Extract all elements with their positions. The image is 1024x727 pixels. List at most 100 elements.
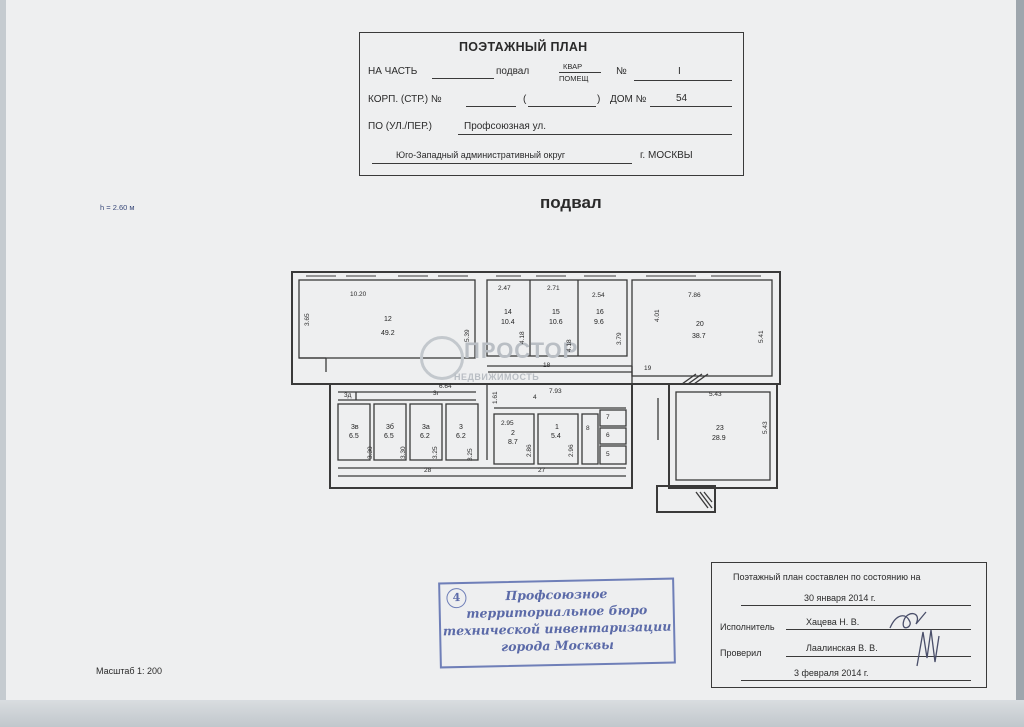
dim-label: 4.18 — [519, 331, 526, 344]
header-box — [359, 32, 744, 176]
room-area: 6.2 — [456, 433, 466, 440]
room-label: 3г — [433, 390, 439, 397]
room-num: 2 — [511, 430, 515, 437]
dim-label: 5.39 — [464, 329, 471, 342]
korp-label: КОРП. (СТР.) № — [368, 94, 442, 105]
room-label: 8 — [586, 425, 590, 432]
room-area: 38.7 — [692, 333, 706, 340]
street-underline — [458, 134, 732, 135]
signature-checker-icon — [916, 629, 940, 667]
room-num: 15 — [552, 309, 560, 316]
kvar-divider — [559, 72, 601, 73]
district-underline — [372, 163, 632, 164]
room-label: 6 — [606, 432, 610, 439]
date1-underline — [741, 605, 971, 606]
executor-underline — [786, 629, 971, 630]
room-area: 49.2 — [381, 330, 395, 337]
dim-label: 4.18 — [566, 339, 573, 352]
dim-label: 2.54 — [592, 292, 605, 299]
room-label: 28 — [424, 467, 432, 474]
watermark-main: ПРОСТОР — [464, 338, 579, 363]
part-value: подвал — [496, 66, 530, 77]
korp-inner-underline — [528, 106, 596, 107]
room-area: 6.5 — [349, 433, 359, 440]
dim-label: 2.47 — [498, 285, 511, 292]
executor-value: Хацева Н. В. — [806, 617, 860, 627]
room-num: 23 — [716, 425, 724, 432]
dim-label: 4.01 — [654, 309, 661, 322]
room-area: 5.4 — [551, 433, 561, 440]
district-value: Юго-Западный административный округ — [396, 150, 566, 160]
background-edge — [0, 0, 10, 727]
dim-label: 3.25 — [432, 446, 439, 459]
header-title: ПОЭТАЖНЫЙ ПЛАН — [459, 40, 588, 54]
kvar-bottom: ПОМЕЩ — [559, 74, 589, 83]
part-underline — [432, 78, 494, 79]
dim-label: 3.30 — [400, 446, 407, 459]
room-area: 8.7 — [508, 439, 518, 446]
dim-label: 5.43 — [762, 421, 769, 434]
dim-label: 3.79 — [616, 332, 623, 345]
number-value: I — [678, 66, 681, 77]
korp-underline — [466, 106, 516, 107]
date2-underline — [741, 680, 971, 681]
room-num: 3 — [459, 424, 463, 431]
checker-label: Проверил — [720, 648, 762, 658]
number-underline — [634, 80, 732, 81]
room-label: 4 — [533, 394, 537, 401]
scale-label: Масштаб 1: 200 — [96, 666, 163, 676]
korp-paren-close: ) — [597, 94, 601, 105]
dim-label: 3.65 — [304, 313, 311, 326]
korp-paren-open: ( — [523, 94, 527, 105]
floor-title: подвал — [540, 193, 602, 212]
dim-label: 2.95 — [501, 420, 514, 427]
room-label: 18 — [543, 362, 551, 369]
height-note: h = 2.60 м — [100, 203, 135, 212]
dim-label: 1.61 — [492, 391, 499, 404]
room-label: 27 — [538, 467, 546, 474]
info-date1: 30 января 2014 г. — [804, 593, 876, 603]
dim-label: 2.96 — [568, 444, 575, 457]
part-label: НА ЧАСТЬ — [368, 66, 418, 77]
floor-plan-sheet: ПОЭТАЖНЫЙ ПЛАН НА ЧАСТЬ подвал КВАР ПОМЕ… — [6, 0, 1016, 727]
room-area: 9.6 — [594, 319, 604, 326]
room-num: 3в — [351, 424, 359, 431]
room-area: 10.6 — [549, 319, 563, 326]
dim-label: 3.25 — [467, 448, 474, 461]
street-label: ПО (УЛ./ПЕР.) — [368, 121, 432, 132]
number-label: № — [616, 66, 627, 77]
house-underline — [650, 106, 732, 107]
room-num: 14 — [504, 309, 512, 316]
room-num: 16 — [596, 309, 604, 316]
info-line1: Поэтажный план составлен по состоянию на — [733, 572, 921, 582]
executor-label: Исполнитель — [720, 622, 775, 632]
room-num: 3а — [422, 424, 430, 431]
street-value: Профсоюзная ул. — [464, 121, 546, 132]
room-num: 3б — [386, 424, 394, 431]
dim-label: 7.93 — [549, 388, 562, 395]
dim-label: 5.43 — [709, 391, 722, 398]
kvar-top: КВАР — [563, 62, 583, 71]
room-label: 7 — [606, 414, 610, 421]
info-box — [711, 562, 987, 688]
info-date2: 3 февраля 2014 г. — [794, 668, 869, 678]
dim-label: 3.30 — [367, 446, 374, 459]
room-num: 20 — [696, 321, 704, 328]
room-label: 3д — [344, 392, 352, 399]
signature-executor-icon — [889, 611, 927, 629]
city-value: г. МОСКВЫ — [640, 150, 693, 161]
checker-underline — [786, 656, 971, 657]
room-label: 19 — [644, 365, 652, 372]
dim-label: 5.41 — [758, 330, 765, 343]
dim-label: 10.20 — [350, 291, 367, 298]
room-num: 12 — [384, 316, 392, 323]
bti-stamp: 4 Профсоюзное территориальное бюро техни… — [438, 577, 676, 669]
dim-label: 2.86 — [526, 444, 533, 457]
floor-plan-drawing — [291, 271, 781, 513]
room-area: 10.4 — [501, 319, 515, 326]
watermark-logo-icon — [420, 336, 464, 380]
room-label: 5 — [606, 451, 610, 458]
watermark-sub: НЕДВИЖИМОСТЬ — [454, 372, 540, 382]
house-label: ДОМ № — [610, 94, 647, 105]
checker-value: Лаалинская В. В. — [806, 643, 878, 653]
